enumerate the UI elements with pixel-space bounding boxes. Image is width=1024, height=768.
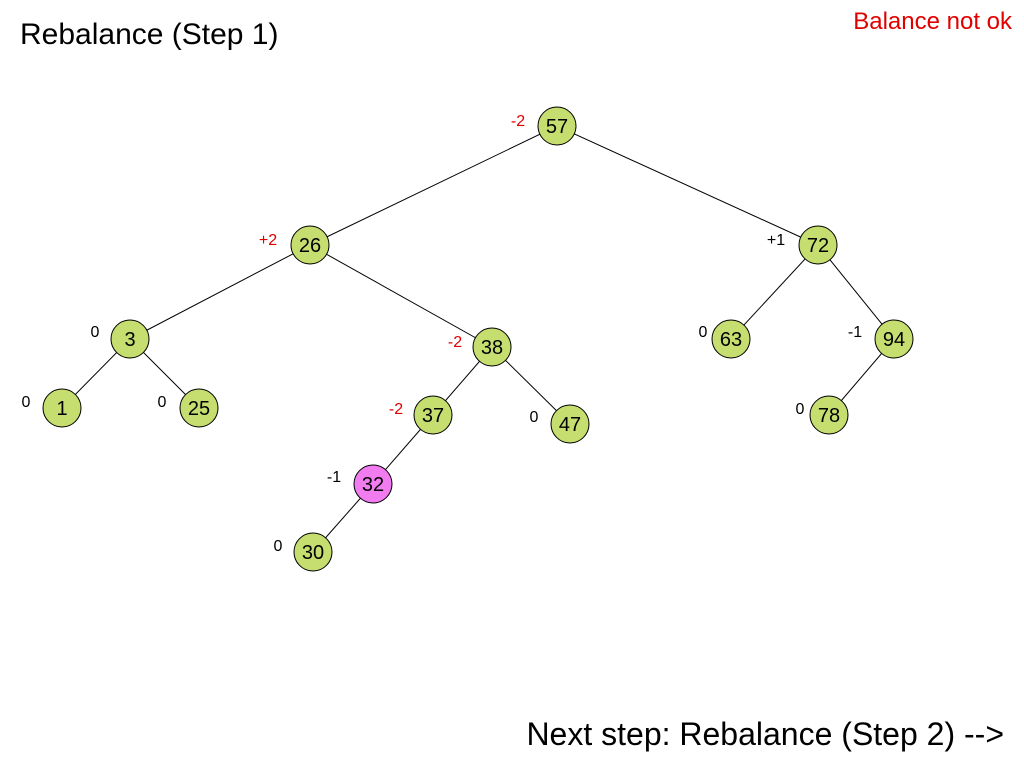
edge-26-38 (309, 244, 493, 348)
node-key-label: 1 (56, 398, 67, 420)
tree-node-94: 94 (874, 319, 914, 359)
balance-factors: -2 +2 +1 0 -2 0 -1 0 0 -2 0 0 -1 0 (22, 113, 863, 555)
tree-node-25: 25 (179, 388, 219, 428)
tree-node-38: 38 (472, 327, 512, 367)
node-circle (293, 532, 333, 572)
node-key-label: 25 (188, 398, 210, 420)
edge-72-94 (817, 244, 895, 340)
node-key-label: 57 (546, 116, 568, 138)
tree-node-63: 63 (711, 319, 751, 359)
balance-factor-30: 0 (274, 538, 283, 555)
node-key-label: 78 (818, 405, 840, 427)
balance-factor-57: -2 (511, 113, 525, 130)
node-circle (290, 225, 330, 265)
balance-factor-63: 0 (699, 324, 708, 341)
tree-node-47: 47 (550, 404, 590, 444)
balance-factor-1: 0 (22, 394, 31, 411)
node-circle (42, 388, 82, 428)
tree-node-32: 32 (353, 464, 393, 504)
node-key-label: 38 (481, 337, 503, 359)
node-key-label: 47 (559, 414, 581, 436)
balance-factor-3: 0 (91, 324, 100, 341)
tree-node-30: 30 (293, 532, 333, 572)
tree-node-37: 37 (413, 395, 453, 435)
tree-node-3: 3 (110, 319, 150, 359)
edge-57-72 (556, 125, 819, 246)
tree-node-26: 26 (290, 225, 330, 265)
page-title: Rebalance (Step 1) (20, 18, 279, 51)
balance-factor-38: -2 (448, 334, 462, 351)
tree-node-72: 72 (798, 225, 838, 265)
node-circle (809, 395, 849, 435)
node-key-label: 94 (883, 329, 905, 351)
node-circle (413, 395, 453, 435)
node-circle (550, 404, 590, 444)
node-key-label: 3 (124, 329, 135, 351)
tree-node-57: 57 (537, 106, 577, 146)
edge-26-3 (129, 244, 311, 340)
tree-node-78: 78 (809, 395, 849, 435)
balance-factor-78: 0 (796, 401, 805, 418)
node-circle (537, 106, 577, 146)
balance-status: Balance not ok (853, 8, 1012, 35)
node-key-label: 30 (302, 542, 324, 564)
node-key-label: 32 (362, 474, 384, 496)
node-key-label: 72 (807, 235, 829, 257)
node-circle (472, 327, 512, 367)
node-circle (874, 319, 914, 359)
node-circle (711, 319, 751, 359)
balance-factor-26: +2 (259, 232, 277, 249)
node-key-label: 26 (299, 235, 321, 257)
node-circle (179, 388, 219, 428)
balance-factor-25: 0 (158, 394, 167, 411)
node-key-label: 37 (422, 405, 444, 427)
balance-factor-72: +1 (767, 232, 785, 249)
edge-57-26 (309, 125, 558, 246)
balance-factor-94: -1 (848, 324, 862, 341)
tree-node-1: 1 (42, 388, 82, 428)
next-step-link[interactable]: Next step: Rebalance (Step 2) --> (526, 716, 1004, 752)
node-circle (110, 319, 150, 359)
node-circle (353, 464, 393, 504)
node-circle (798, 225, 838, 265)
balance-factor-47: 0 (530, 409, 539, 426)
edge-72-63 (730, 244, 819, 340)
balance-factor-32: -1 (327, 469, 341, 486)
balance-factor-37: -2 (389, 401, 403, 418)
node-key-label: 63 (720, 329, 742, 351)
